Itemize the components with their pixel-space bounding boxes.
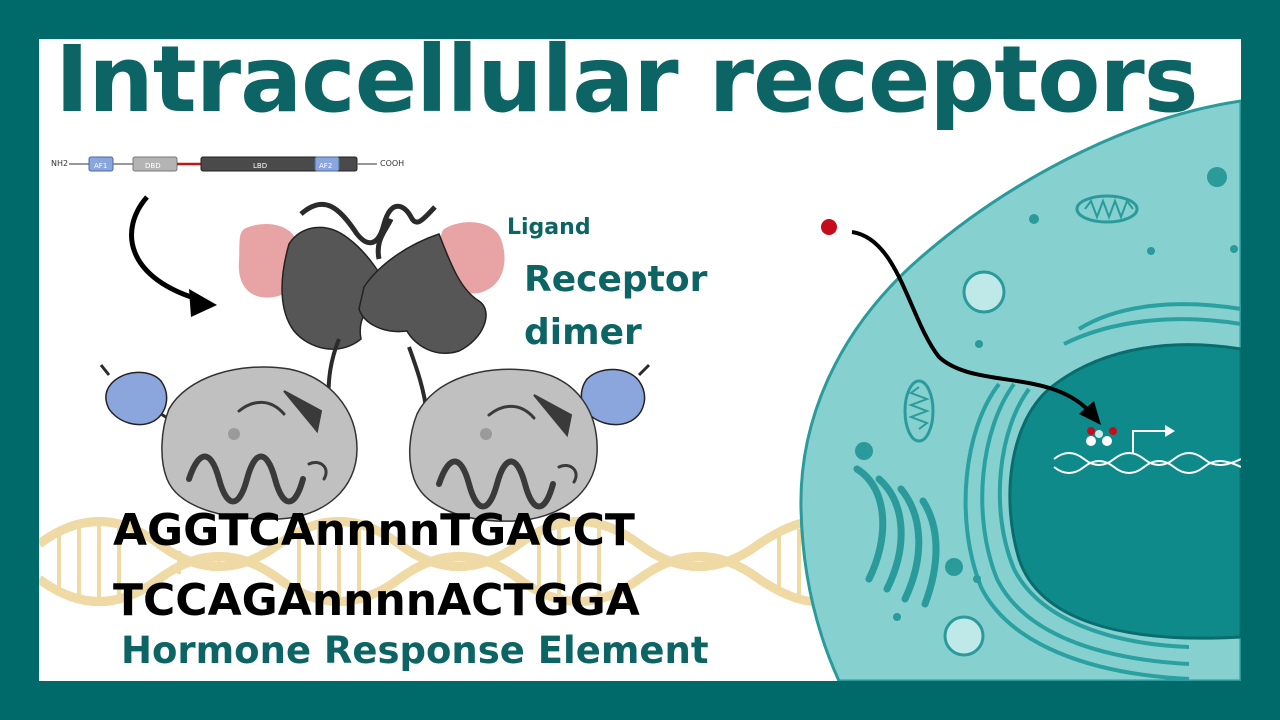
domain-map: NH2 AF1 DBD LBD AF2 COOH bbox=[51, 156, 404, 172]
zinc-finger-right bbox=[436, 394, 578, 510]
zinc-ion-right bbox=[480, 428, 492, 440]
receptor-dimer-label-line2: dimer bbox=[524, 312, 642, 353]
hormone-path-arrowhead bbox=[1079, 401, 1101, 425]
zinc-finger-left bbox=[186, 390, 328, 505]
diagram-canvas: NH2 AF1 DBD LBD AF2 COOH bbox=[39, 99, 1241, 681]
vesicle-2 bbox=[1029, 214, 1039, 224]
domain-map-nterm-label: NH2 bbox=[51, 159, 68, 168]
af1-domain-left bbox=[105, 371, 168, 426]
domain-af2-label: AF2 bbox=[319, 162, 332, 170]
vesicle-4 bbox=[975, 340, 983, 348]
lysosome-top bbox=[962, 270, 1006, 314]
curved-arrow bbox=[129, 195, 205, 304]
dbd-right bbox=[408, 368, 598, 522]
domain-dbd-label: DBD bbox=[145, 162, 161, 170]
vesicle-5 bbox=[1230, 245, 1238, 253]
golgi-apparatus bbox=[853, 465, 940, 608]
receptor-dimer-label-line1: Receptor bbox=[524, 259, 708, 300]
lysosome-bottom bbox=[943, 615, 985, 657]
transcription-start-arrow bbox=[1132, 430, 1167, 453]
zinc-ion-left bbox=[228, 428, 240, 440]
curved-arrow-head bbox=[189, 289, 217, 317]
diagram-frame: NH2 AF1 DBD LBD AF2 COOH bbox=[39, 39, 1241, 681]
domain-lbd-label: LBD bbox=[253, 162, 267, 170]
hormone-molecule bbox=[821, 219, 837, 235]
endoplasmic-reticulum bbox=[963, 302, 1241, 681]
receptor-dimer bbox=[99, 201, 651, 522]
dimer-linker-loops bbox=[299, 201, 437, 260]
hre-label: Hormone Response Element bbox=[121, 629, 709, 672]
mitochondrion-top bbox=[1075, 194, 1139, 224]
ligand-label: Ligand bbox=[507, 215, 591, 240]
vesicle-7 bbox=[973, 575, 981, 583]
domain-af2 bbox=[314, 156, 340, 172]
vesicle-3 bbox=[1147, 247, 1155, 255]
nuclear-dna bbox=[1053, 452, 1241, 474]
nucleus bbox=[1008, 343, 1241, 640]
mitochondrion-left bbox=[903, 379, 935, 443]
dbd-left bbox=[161, 366, 358, 520]
hormone-path-arrow bbox=[851, 230, 1091, 413]
hre-sequence-top: AGGTCAnnnnTGACCT bbox=[113, 505, 635, 556]
dna-helix-background bbox=[39, 516, 830, 607]
domain-map-cterm-label: COOH bbox=[380, 159, 404, 168]
hre-sequence-bottom: TCCAGAnnnnACTGGA bbox=[113, 575, 640, 626]
page-title: Intracellular receptors bbox=[55, 39, 1199, 133]
cell bbox=[799, 99, 1241, 681]
vesicle-6 bbox=[893, 613, 901, 621]
receptor-lbd-right bbox=[358, 233, 487, 354]
vesicle-1 bbox=[1207, 167, 1227, 187]
nuclear-receptor-complex bbox=[1086, 427, 1117, 446]
dna-rungs-background bbox=[57, 525, 801, 601]
domain-af1-label: AF1 bbox=[94, 162, 107, 170]
